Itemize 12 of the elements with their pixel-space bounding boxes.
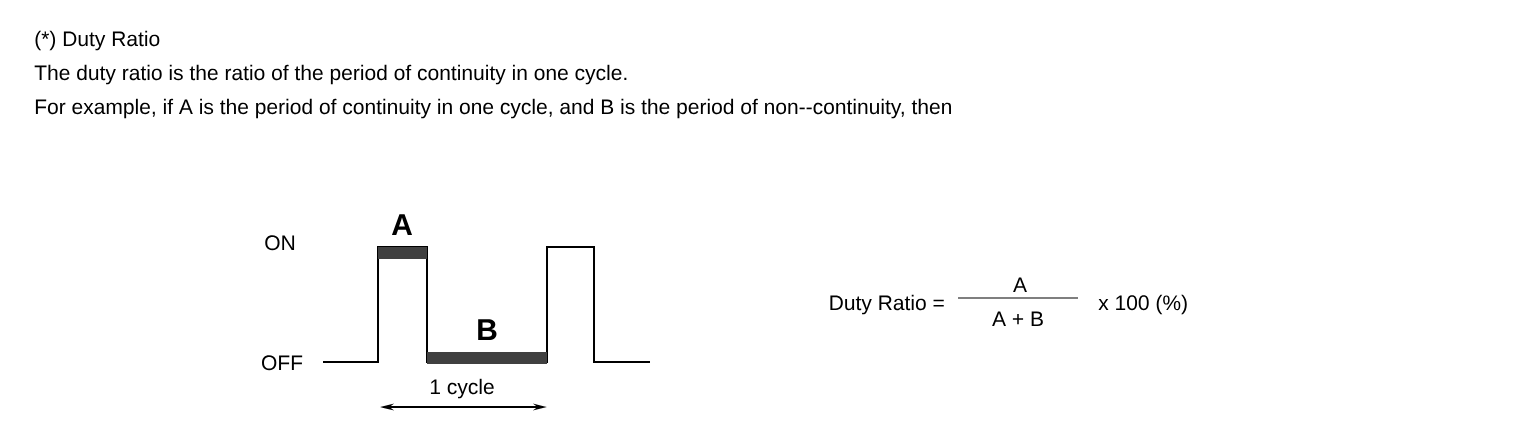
duration-label: B <box>478 319 497 340</box>
level-label: OFF <box>262 355 303 371</box>
formula-text: x 100 (%) <box>1098 294 1187 315</box>
heading: (*) Duty Ratio <box>35 30 160 51</box>
duration-label: A <box>391 214 413 235</box>
formula-text: A <box>1013 277 1027 292</box>
paragraph: The duty ratio is the ratio of the period of continuity in one cycle. <box>34 64 627 85</box>
dimension-label: 1 cycle <box>430 378 494 399</box>
formula-text: A + B <box>992 311 1043 326</box>
paragraph: For example, if A is the period of continuity in one cycle, and B is the period of non--continuity, then <box>35 98 951 119</box>
level-label: ON <box>265 235 295 251</box>
formula-text: Duty Ratio = <box>830 294 944 315</box>
